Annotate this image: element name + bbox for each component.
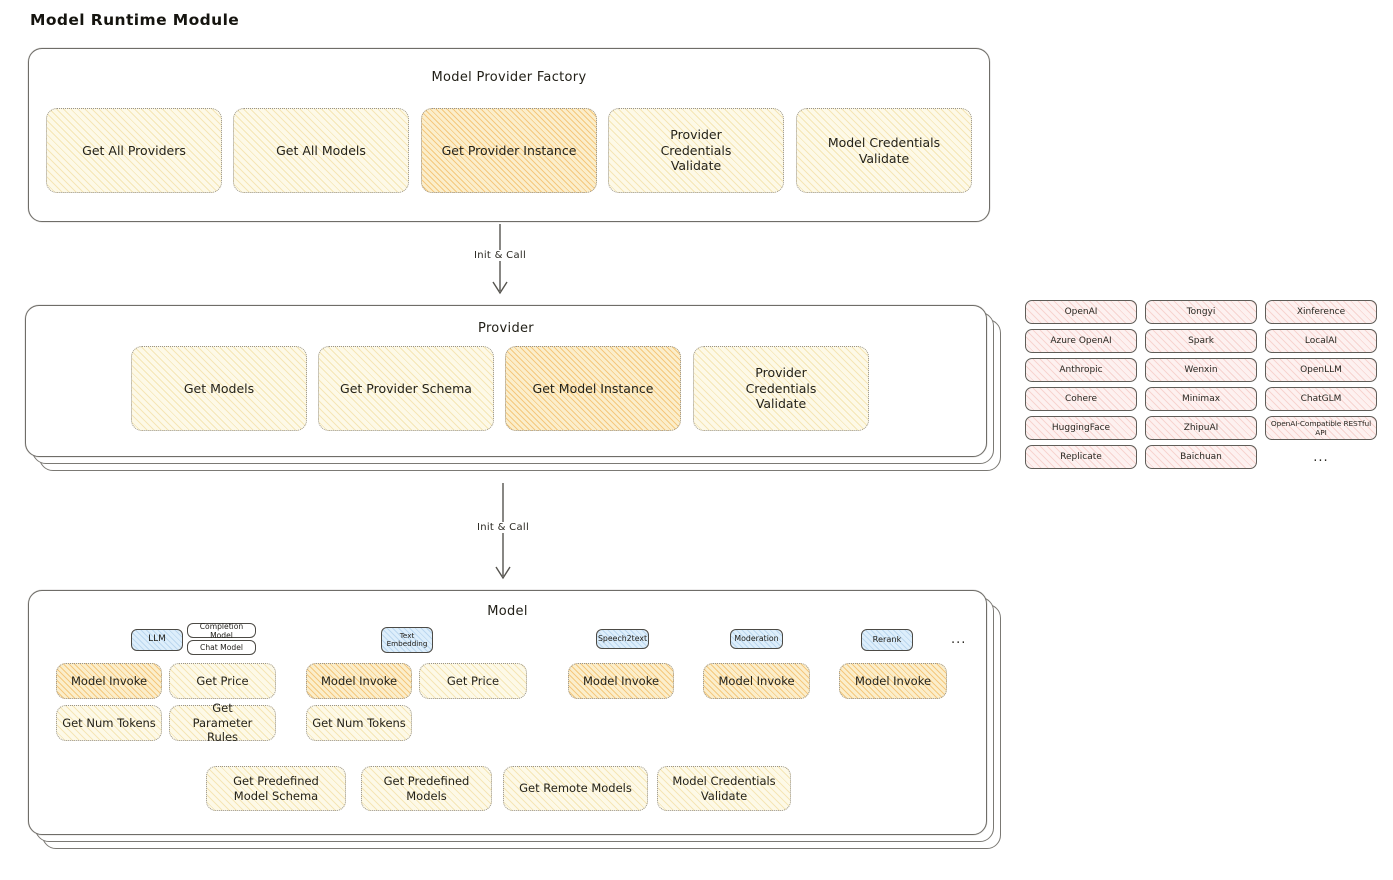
factory-box-model-credentials-validate: Model Credentials Validate — [796, 108, 972, 193]
tag-text-embedding: Text Embedding — [381, 627, 433, 653]
provider-panel: Provider Get Models Get Provider Schema … — [25, 305, 987, 457]
provider-pill-localai: LocalAI — [1265, 329, 1377, 353]
factory-box-get-all-models: Get All Models — [233, 108, 409, 193]
tag-chat-model: Chat Model — [187, 640, 256, 655]
provider-pill-openllm: OpenLLM — [1265, 358, 1377, 382]
provider-list-grid: OpenAI Tongyi Xinference Azure OpenAI Sp… — [1025, 300, 1377, 469]
tag-llm: LLM — [131, 629, 183, 651]
provider-pill-huggingface: HuggingFace — [1025, 416, 1137, 440]
provider-list-more: ... — [1313, 449, 1329, 465]
model-tags-more: ... — [951, 632, 967, 647]
model-box-s2t-model-invoke: Model Invoke — [568, 663, 674, 699]
tag-rerank: Rerank — [861, 629, 913, 651]
factory-box-get-provider-instance: Get Provider Instance — [421, 108, 597, 193]
model-box-llm-get-parameter-rules: Get Parameter Rules — [169, 701, 276, 744]
provider-pill-replicate: Replicate — [1025, 445, 1137, 469]
provider-pill-xinference: Xinference — [1265, 300, 1377, 324]
provider-pill-cohere: Cohere — [1025, 387, 1137, 411]
provider-pill-anthropic: Anthropic — [1025, 358, 1137, 382]
model-box-te-get-num-tokens: Get Num Tokens — [306, 705, 412, 741]
model-box-te-get-price: Get Price — [419, 663, 527, 699]
model-box-te-model-invoke: Model Invoke — [306, 663, 412, 699]
factory-box-get-all-providers: Get All Providers — [46, 108, 222, 193]
factory-panel-title: Model Provider Factory — [431, 70, 587, 85]
provider-pill-openai: OpenAI — [1025, 300, 1137, 324]
model-panel-title: Model — [487, 604, 528, 619]
provider-pill-minimax: Minimax — [1145, 387, 1257, 411]
model-box-model-credentials-validate: Model Credentials Validate — [657, 766, 791, 811]
tag-speech2text: Speech2text — [596, 629, 649, 649]
provider-pill-azure-openai: Azure OpenAI — [1025, 329, 1137, 353]
model-box-get-predefined-models: Get Predefined Models — [361, 766, 492, 811]
factory-box-provider-credentials-validate: Provider Credentials Validate — [608, 108, 784, 193]
init-call-label-1: Init & Call — [468, 250, 532, 261]
provider-pill-openai-compatible-restful-api: OpenAI-Compatible RESTful API — [1265, 416, 1377, 440]
provider-pill-baichuan: Baichuan — [1145, 445, 1257, 469]
provider-box-provider-credentials-validate: Provider Credentials Validate — [693, 346, 869, 431]
tag-moderation: Moderation — [730, 629, 783, 649]
provider-pill-chatglm: ChatGLM — [1265, 387, 1377, 411]
factory-panel: Model Provider Factory Get All Providers… — [28, 48, 990, 222]
provider-pill-wenxin: Wenxin — [1145, 358, 1257, 382]
provider-panel-title: Provider — [478, 321, 534, 336]
model-box-get-remote-models: Get Remote Models — [503, 766, 648, 811]
diagram-title: Model Runtime Module — [30, 11, 240, 29]
model-box-llm-get-price: Get Price — [169, 663, 276, 699]
provider-box-get-provider-schema: Get Provider Schema — [318, 346, 494, 431]
model-box-moderation-model-invoke: Model Invoke — [703, 663, 810, 699]
model-box-llm-get-num-tokens: Get Num Tokens — [56, 705, 162, 741]
init-call-label-2: Init & Call — [471, 522, 535, 533]
tag-completion-model: Completion Model — [187, 622, 256, 640]
model-box-get-predefined-model-schema: Get Predefined Model Schema — [206, 766, 346, 811]
provider-pill-spark: Spark — [1145, 329, 1257, 353]
model-panel: Model LLM Completion Model Chat Model Te… — [28, 590, 987, 835]
model-box-llm-model-invoke: Model Invoke — [56, 663, 162, 699]
provider-box-get-models: Get Models — [131, 346, 307, 431]
model-box-rerank-model-invoke: Model Invoke — [839, 663, 947, 699]
provider-box-get-model-instance: Get Model Instance — [505, 346, 681, 431]
provider-pill-zhipuai: ZhipuAI — [1145, 416, 1257, 440]
provider-pill-tongyi: Tongyi — [1145, 300, 1257, 324]
